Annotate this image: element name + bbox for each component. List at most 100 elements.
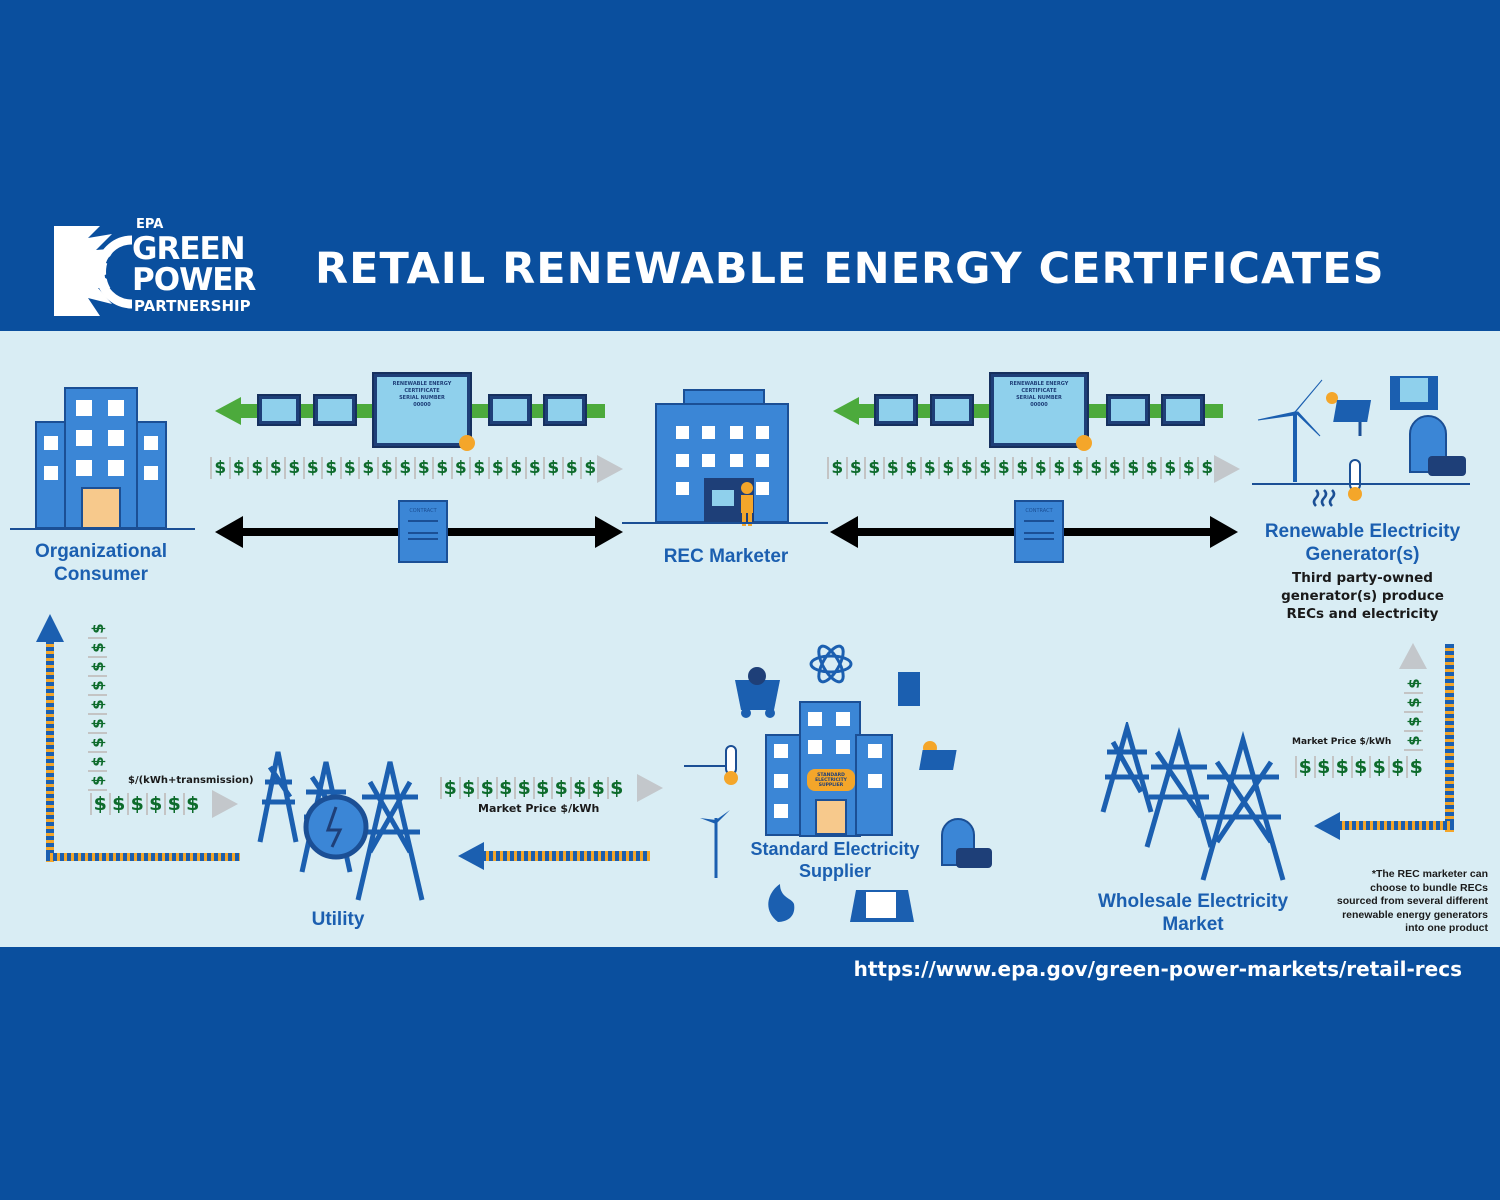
dollar-sign-icon: $ [88, 734, 107, 753]
dollar-sign-icon: $ [1404, 732, 1423, 751]
dollar-sign-icon: $ [561, 457, 581, 479]
dollar-sign-icon: $ [543, 457, 562, 479]
dollar-sign-icon: $ [1404, 675, 1423, 694]
sun-gear-logo-icon [54, 226, 142, 316]
payment-row-utility-to-supplier: $$$$$$$$$$ [440, 777, 625, 799]
dollar-sign-icon: $ [938, 457, 957, 479]
cert-serial-label: SERIAL NUMBER [1016, 395, 1062, 401]
dollar-sign-icon: $ [88, 753, 107, 772]
dollar-sign-icon: $ [321, 457, 340, 479]
logo-power: POWER [132, 262, 256, 298]
dollar-sign-icon: $ [956, 457, 976, 479]
dollar-sign-icon: $ [182, 793, 202, 815]
rec-certificate-icon [543, 394, 587, 426]
dollar-sign-icon: $ [514, 777, 533, 799]
seal-icon [1076, 435, 1092, 451]
dollar-sign-icon: $ [477, 777, 496, 799]
contract-label: CONTRACT [1025, 508, 1053, 514]
rec-certificate-icon [930, 394, 974, 426]
dollar-sign-icon: $ [606, 777, 626, 799]
dollar-sign-icon: $ [1049, 457, 1068, 479]
logo: EPA GREEN POWER PARTNERSHIP [52, 218, 282, 320]
dollar-sign-icon: $ [864, 457, 883, 479]
arrowhead-left [1314, 812, 1340, 840]
dollar-sign-icon: $ [1295, 756, 1314, 778]
payment-arrowhead-up [1399, 643, 1427, 669]
wholesale-label-line1: Wholesale Electricity [1097, 891, 1289, 912]
dollar-sign-icon: $ [1141, 457, 1161, 479]
payment-arrowhead [637, 774, 663, 802]
dollar-sign-icon: $ [339, 457, 359, 479]
dollar-sign-icon: $ [127, 793, 146, 815]
standard-supplier-icon [684, 644, 992, 922]
desc-line: RECs and electricity [1286, 606, 1439, 622]
dollar-sign-icon: $ [919, 457, 939, 479]
seal-icon [459, 435, 475, 451]
logo-agency: EPA [136, 217, 164, 232]
rec-certificate-icon [313, 394, 357, 426]
dollar-sign-icon: $ [88, 639, 107, 658]
rec-certificate-icon [257, 394, 301, 426]
cert-serial-label: SERIAL NUMBER [399, 395, 445, 401]
dollar-sign-icon: $ [1086, 457, 1105, 479]
dollar-sign-icon: $ [88, 715, 107, 734]
dollar-sign-icon: $ [1404, 713, 1423, 732]
source-url-link[interactable]: https://www.epa.gov/green-power-markets/… [853, 957, 1462, 981]
cert-title: RENEWABLE ENERGY [1009, 381, 1069, 387]
electricity-flow-supplier-to-utility [482, 851, 650, 861]
dollar-sign-icon: $ [228, 457, 248, 479]
dollar-sign-icon: $ [495, 777, 515, 799]
dollar-sign-icon: $ [975, 457, 994, 479]
dollar-sign-icon: $ [1160, 457, 1179, 479]
dollar-sign-icon: $ [551, 777, 570, 799]
cert-subtitle: CERTIFICATE [404, 388, 440, 394]
payment-arrowhead [1214, 455, 1240, 483]
payment-column-consumer: $$$$$$$$$ [88, 620, 107, 791]
cert-serial: 00000 [1030, 402, 1048, 408]
wholesale-towers-icon [1100, 722, 1286, 881]
dollar-sign-icon: $ [524, 457, 544, 479]
wholesale-price-label: Market Price $/kWh [1292, 737, 1392, 747]
dollar-sign-icon: $ [580, 457, 599, 479]
dollar-sign-icon: $ [827, 457, 846, 479]
flow-line-generator-to-wholesale-horizontal [1338, 821, 1454, 830]
dollar-sign-icon: $ [164, 793, 183, 815]
contract-label: CONTRACT [409, 508, 437, 514]
dollar-sign-icon: $ [145, 793, 165, 815]
wholesale-label-line2: Market [1162, 914, 1224, 935]
dollar-sign-icon: $ [450, 457, 470, 479]
payment-row-supplier-to-wholesale: $$$$$$$ [1295, 756, 1425, 778]
dollar-sign-icon: $ [487, 457, 507, 479]
renewable-generators-icon [1252, 376, 1470, 507]
dollar-sign-icon: $ [1313, 756, 1333, 778]
footnote-line: sourced from several different [1336, 895, 1488, 907]
desc-line: generator(s) produce [1281, 588, 1444, 604]
supplier-label-line2: Supplier [798, 861, 871, 881]
arrowhead-left [458, 842, 484, 870]
dollar-sign-icon: $ [1104, 457, 1124, 479]
dollar-sign-icon: $ [882, 457, 902, 479]
arrowhead-up [36, 614, 64, 642]
dollar-sign-icon: $ [1178, 457, 1198, 479]
dollar-sign-icon: $ [358, 457, 377, 479]
rec-certificate-icon [1106, 394, 1150, 426]
dollar-sign-icon: $ [1332, 756, 1351, 778]
dollar-sign-icon: $ [1030, 457, 1050, 479]
page-title: RETAIL RENEWABLE ENERGY CERTIFICATES [315, 244, 1385, 294]
generators-label-line2: Generator(s) [1305, 544, 1420, 565]
dollar-sign-icon: $ [88, 696, 107, 715]
consumer-label-line1: Organizational [35, 541, 167, 562]
dollar-sign-icon: $ [302, 457, 322, 479]
dollar-sign-icon: $ [108, 793, 128, 815]
payment-row-marketer-to-generator: $$$$$$$$$$$$$$$$$$$$$ [827, 457, 1216, 479]
cert-title: RENEWABLE ENERGY [392, 381, 452, 387]
dollar-sign-icon: $ [88, 677, 107, 696]
supplier-price-label: Market Price $/kWh [478, 802, 600, 815]
dollar-sign-icon: $ [1404, 694, 1423, 713]
logo-partnership: PARTNERSHIP [134, 297, 251, 315]
